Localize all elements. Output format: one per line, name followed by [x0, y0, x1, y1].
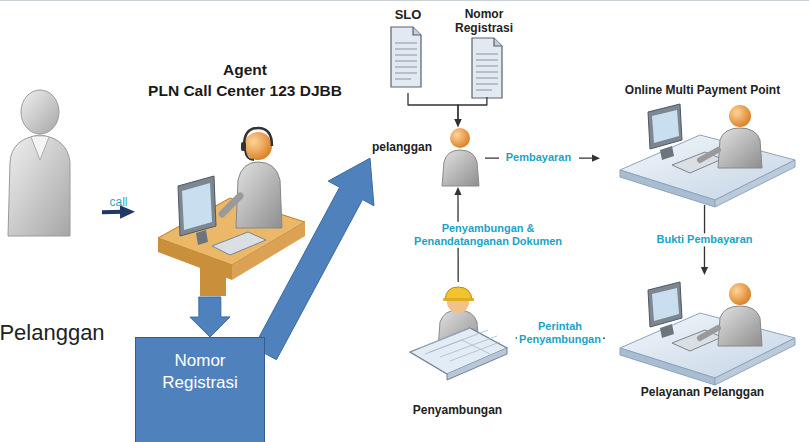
node-text: SLO [395, 8, 422, 23]
actor-node: Pelanggan [2, 85, 102, 350]
edge-label: Perintah Penyambungan [517, 320, 603, 346]
node-text: Nomor Registrasi [144, 350, 256, 394]
customer-figure [442, 128, 479, 186]
block-arrow [190, 297, 230, 337]
flow-arrow [408, 93, 462, 127]
node-text: Agent [223, 60, 267, 81]
node-text: Pelanggan [0, 320, 105, 345]
edge-label: call [99, 195, 139, 209]
node-text: Nomor Registrasi [448, 8, 520, 36]
customer-figure [8, 90, 70, 236]
flow-arrow [454, 97, 487, 127]
node-text: Online Multi Payment Point [625, 84, 780, 98]
node-text: PLN Call Center 123 DJBB [148, 81, 342, 102]
edge-label: Bukti Pembayaran [651, 233, 759, 246]
agent-desk [158, 128, 305, 296]
station-node: Online Multi Payment Point [600, 80, 805, 205]
technician-figure [410, 287, 507, 380]
payment-workstation [620, 104, 795, 207]
block-arrow [254, 158, 374, 359]
node-text: Pelayanan Pelanggan [641, 386, 764, 400]
document-icon [472, 38, 502, 98]
agent-node: AgentPLN Call Center 123 DJBB [135, 60, 355, 297]
station-node: Pelayanan Pelanggan [605, 275, 800, 405]
edge-label: Penyambungan & Penandatanganan Dokumen [404, 221, 572, 247]
frame-line [0, 0, 809, 1]
edge-label: Pembayaran [499, 152, 579, 165]
actor-node: Penyambungan [400, 282, 515, 422]
document-icon [391, 27, 421, 87]
document-node: SLO [386, 5, 430, 93]
actor-node: pelanggan [370, 127, 485, 187]
document-node: Nomor Registrasi [448, 5, 520, 97]
process-box: Nomor Registrasi [135, 337, 265, 442]
service-workstation [620, 282, 795, 385]
node-text: pelanggan [372, 141, 432, 155]
node-text: Penyambungan [413, 404, 502, 418]
